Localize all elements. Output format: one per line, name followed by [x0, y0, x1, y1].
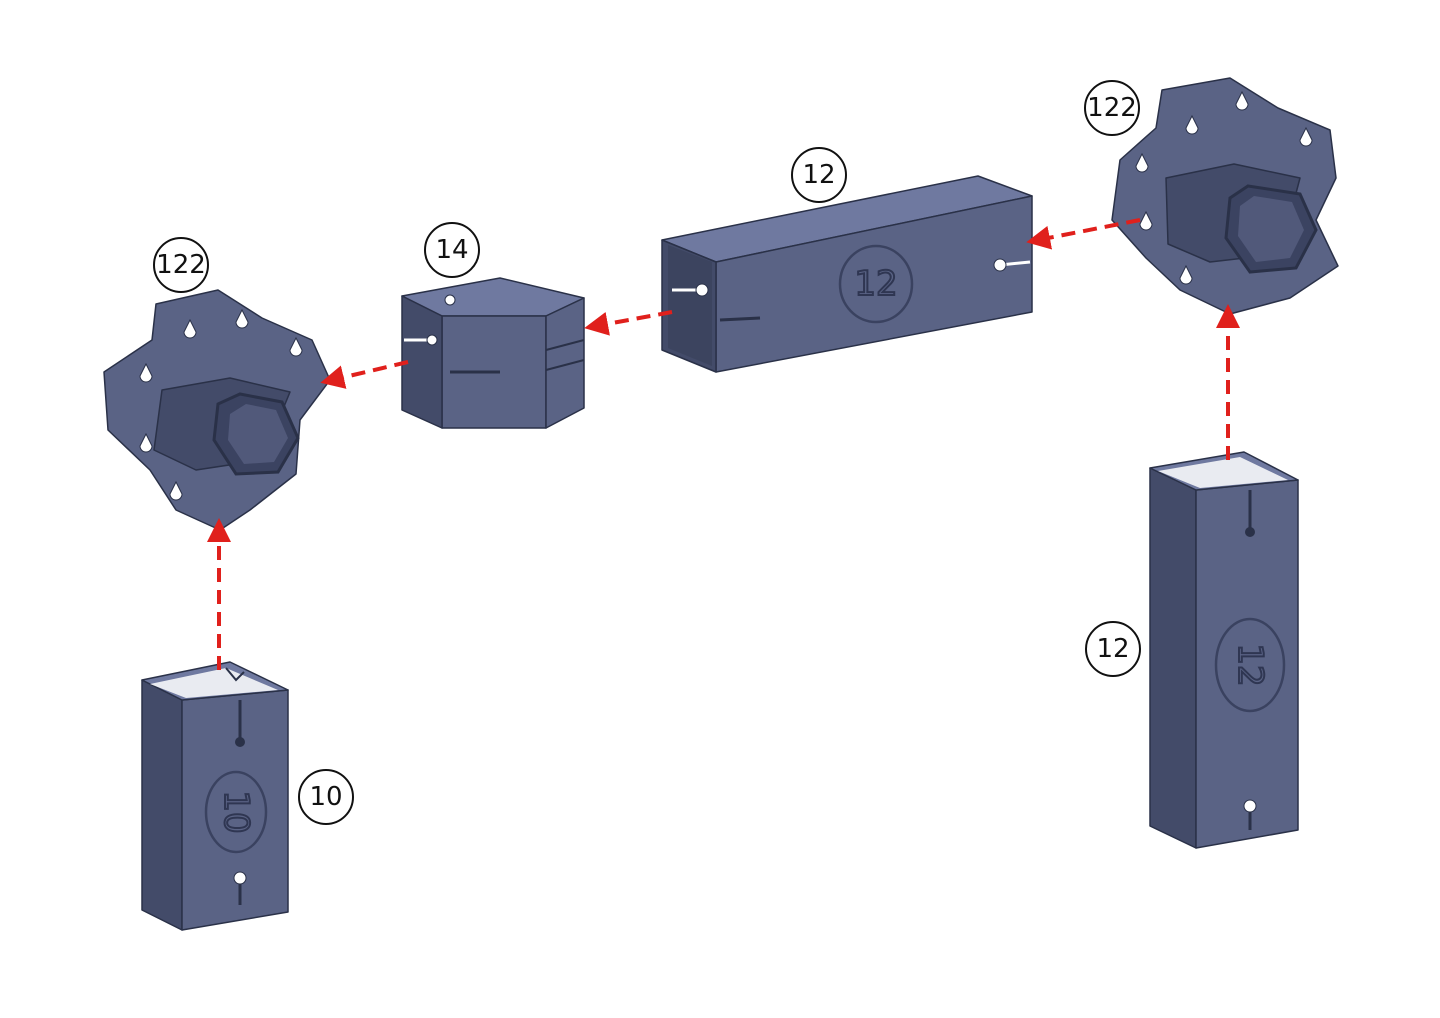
callout-tube-horizontal-text: 12 — [802, 160, 835, 190]
callout-tube-horizontal: 12 — [792, 148, 846, 202]
tube-horizontal-part: 12 — [662, 176, 1032, 372]
callout-tube-left-text: 10 — [309, 782, 342, 812]
arrow-coupler-to-connector — [332, 362, 408, 380]
callout-coupler-text: 14 — [435, 235, 468, 265]
callout-tube-right: 12 — [1086, 622, 1140, 676]
callout-connector-left: 122 — [154, 238, 208, 292]
callout-connector-right-text: 122 — [1087, 93, 1137, 123]
callout-connector-right: 122 — [1085, 81, 1139, 135]
callout-tube-right-text: 12 — [1096, 634, 1129, 664]
callout-connector-left-text: 122 — [156, 250, 206, 280]
callout-tube-left: 10 — [299, 770, 353, 824]
callout-coupler: 14 — [425, 223, 479, 277]
tube-horizontal-embossed-number: 12 — [854, 264, 897, 304]
tube-right-part: 12 — [1150, 452, 1298, 848]
tube-left-embossed-number: 10 — [216, 790, 256, 833]
arrow-tube-horizontal-to-coupler — [596, 312, 672, 326]
tube-right-embossed-number: 12 — [1230, 643, 1270, 686]
connector-left-part — [104, 290, 330, 530]
connector-right-part — [1112, 78, 1338, 314]
coupler-part — [402, 278, 584, 428]
tube-left-part: 10 — [142, 662, 288, 930]
